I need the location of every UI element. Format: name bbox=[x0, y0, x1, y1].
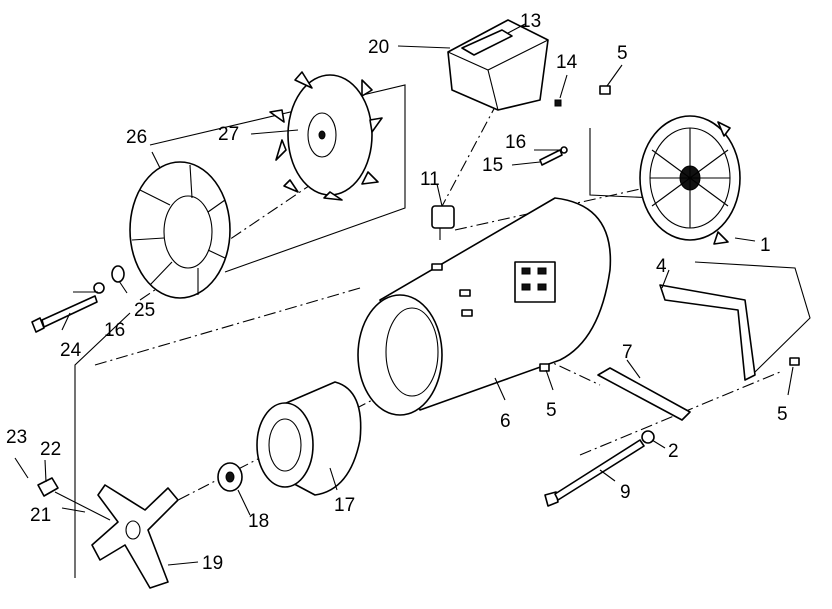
callout-25: 25 bbox=[134, 300, 155, 321]
callout-24: 24 bbox=[60, 340, 82, 361]
callout-11: 11 bbox=[420, 169, 440, 190]
callout-19: 19 bbox=[202, 553, 223, 574]
callout-17: 17 bbox=[334, 495, 355, 516]
part-15-screw bbox=[539, 149, 563, 166]
callout-23: 23 bbox=[6, 427, 27, 448]
callout-16-top: 16 bbox=[505, 132, 526, 153]
part-17-stator bbox=[256, 381, 362, 496]
part-27-fan bbox=[269, 71, 383, 201]
callout-5-top: 5 bbox=[617, 43, 628, 64]
callout-14: 14 bbox=[556, 52, 578, 73]
part-1-end-bell bbox=[639, 115, 741, 245]
part-24-bolt bbox=[31, 295, 98, 333]
callout-2: 2 bbox=[668, 441, 679, 462]
callout-labels: 1 2 4 5 5 5 6 7 9 11 13 14 15 16 16 17 1… bbox=[6, 11, 788, 574]
part-5-screw-top bbox=[599, 85, 611, 95]
callout-13: 13 bbox=[520, 11, 541, 32]
part-18-bearing bbox=[217, 462, 243, 492]
callout-5-right: 5 bbox=[777, 404, 788, 425]
part-6-housing bbox=[357, 197, 612, 416]
callout-1: 1 bbox=[760, 235, 771, 256]
part-22-switch bbox=[37, 477, 59, 497]
callout-26: 26 bbox=[126, 127, 147, 148]
callout-16-left: 16 bbox=[104, 320, 125, 341]
callout-15: 15 bbox=[482, 155, 503, 176]
callout-6: 6 bbox=[500, 411, 511, 432]
part-21-wire bbox=[54, 491, 111, 521]
part-7-strap bbox=[597, 367, 691, 421]
part-16-washer bbox=[93, 282, 105, 294]
part-4-bracket bbox=[659, 284, 756, 381]
part-5-screw-right bbox=[789, 357, 800, 366]
callout-5-mid: 5 bbox=[546, 400, 557, 421]
part-26-shroud bbox=[129, 161, 231, 299]
callout-22: 22 bbox=[40, 439, 61, 460]
part-20-cover bbox=[447, 19, 562, 111]
part-9-bolt bbox=[544, 439, 645, 507]
part-11-plug bbox=[431, 205, 455, 240]
part-5-screw-mid bbox=[539, 363, 550, 372]
leader-lines bbox=[14, 23, 794, 566]
callout-18: 18 bbox=[248, 511, 269, 532]
part-2-washer bbox=[641, 430, 655, 444]
callout-27: 27 bbox=[218, 124, 239, 145]
part-25-washer bbox=[111, 265, 125, 283]
part-13-plate bbox=[461, 29, 513, 56]
callout-7: 7 bbox=[622, 342, 633, 363]
callout-20: 20 bbox=[368, 37, 389, 58]
part-19-end-plate bbox=[91, 484, 179, 589]
callout-21: 21 bbox=[30, 505, 51, 526]
callout-9: 9 bbox=[620, 482, 631, 503]
callout-4: 4 bbox=[656, 256, 667, 277]
